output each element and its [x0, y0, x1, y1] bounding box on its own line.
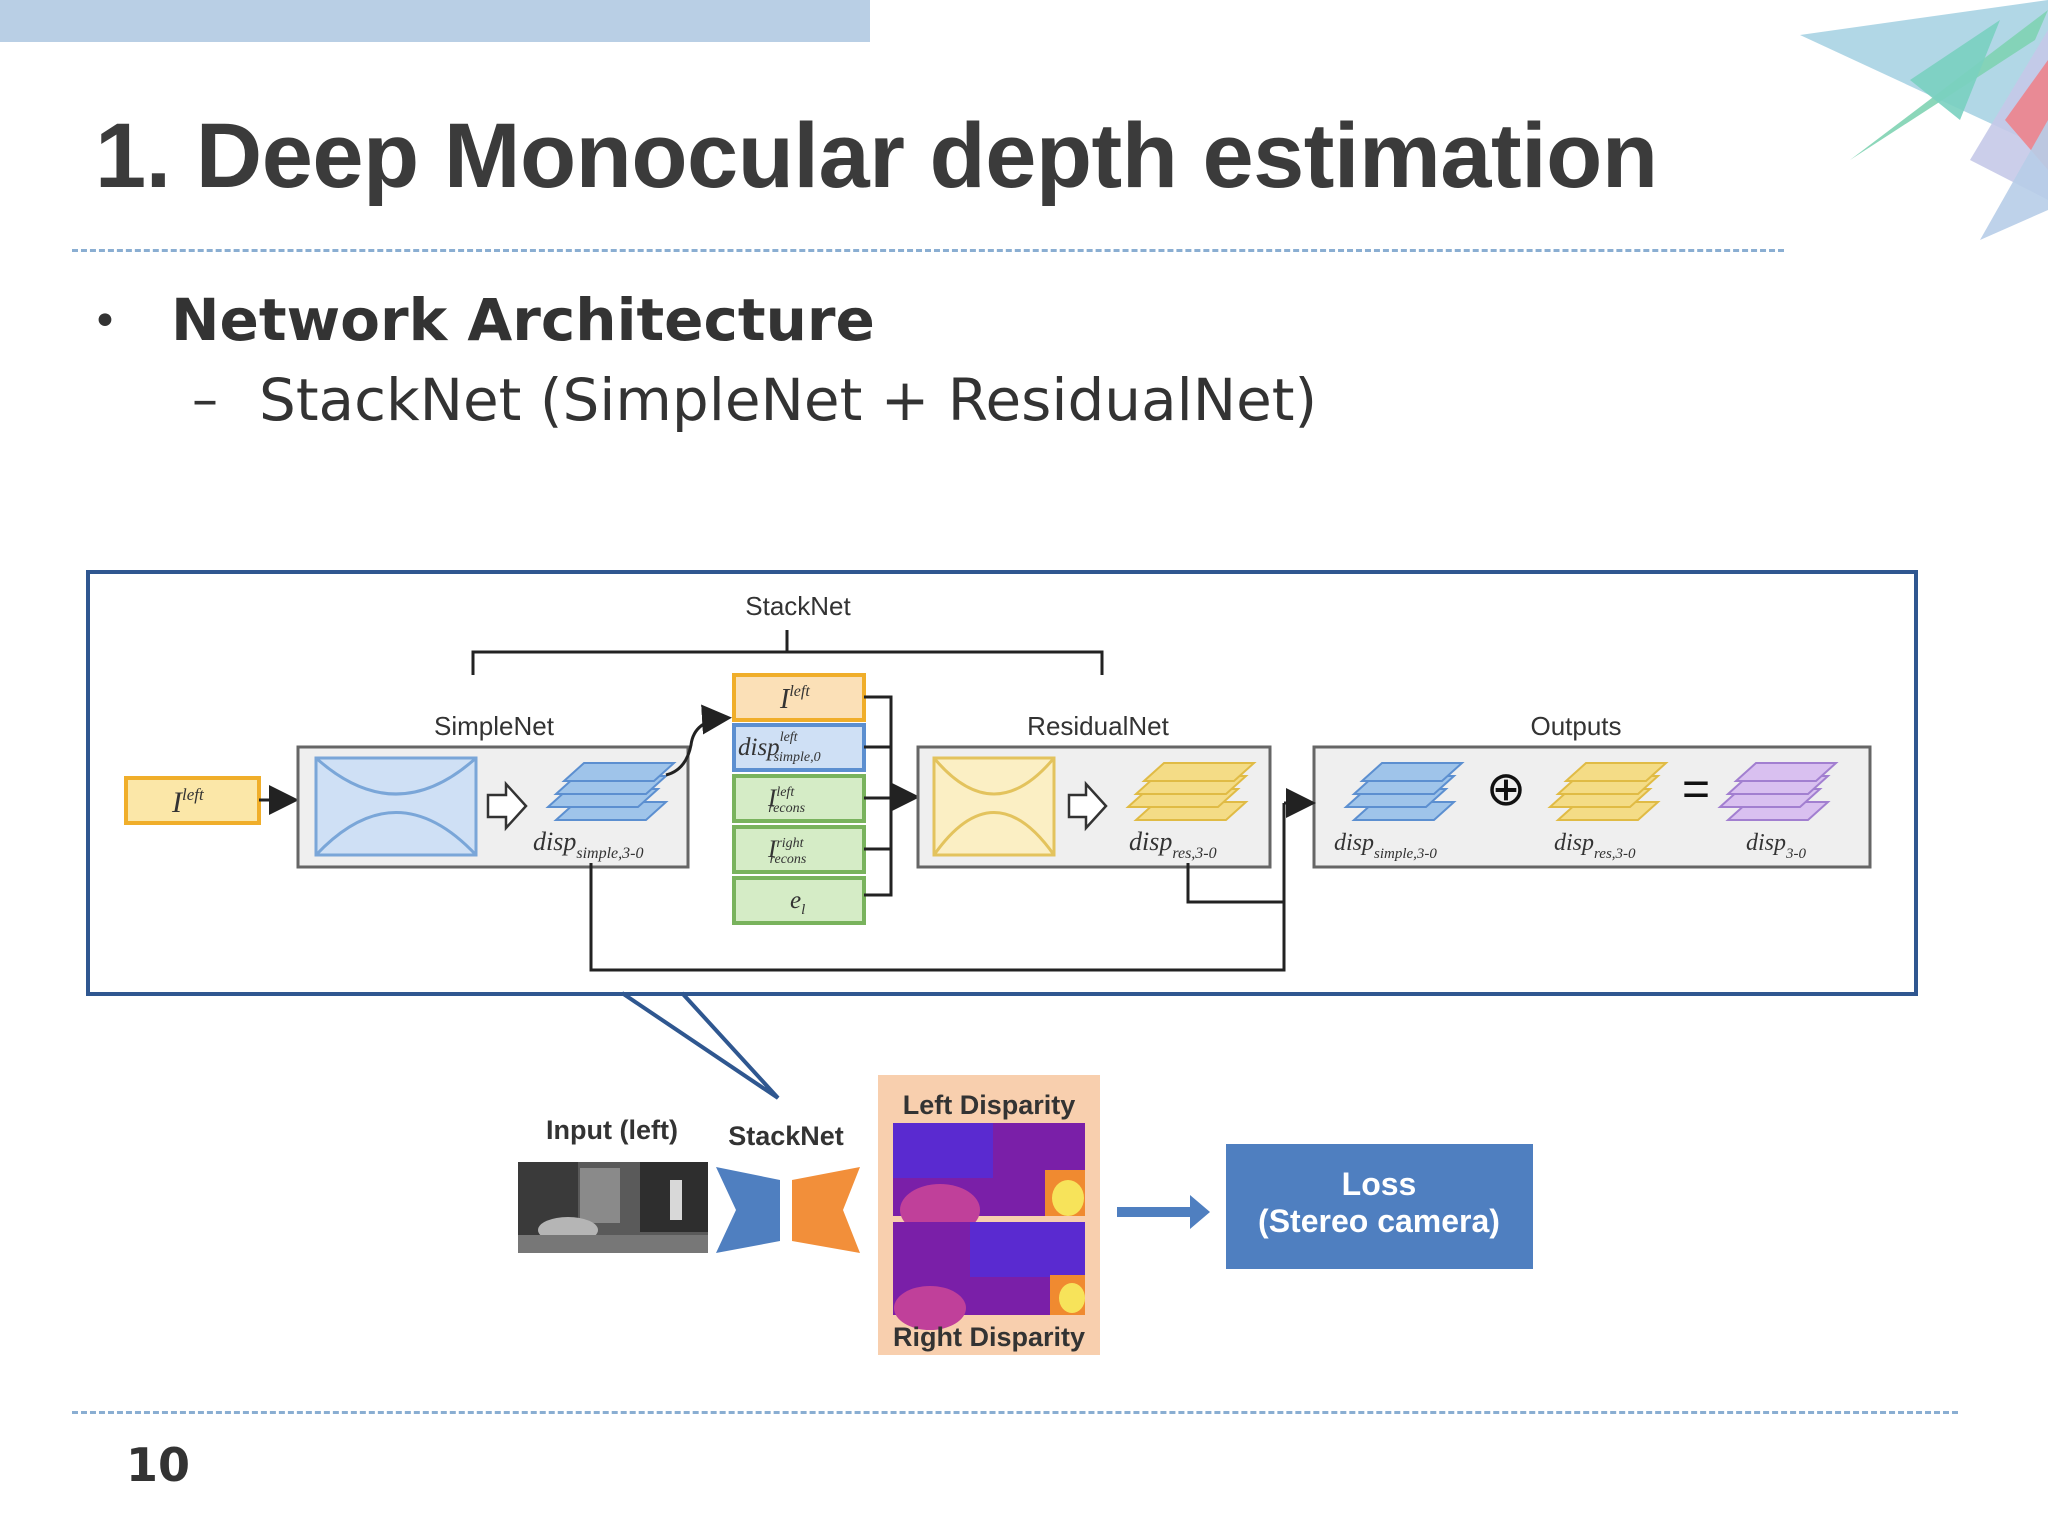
- stack-item-i-right-recons: [732, 825, 866, 874]
- simplenet-disp-text: dispsimple,3-0: [533, 827, 643, 862]
- right-disparity-label: Right Disparity: [893, 1322, 1085, 1352]
- input-left-sup: left: [182, 785, 205, 804]
- residualnet-label: ResidualNet: [1027, 711, 1169, 741]
- simplenet-disp-stack-icon: [545, 762, 677, 821]
- stacknet-orange-block-icon: [792, 1167, 860, 1253]
- bullet-network-architecture: Network Architecture: [171, 286, 875, 354]
- residualnet-arrow-icon: [1067, 780, 1108, 832]
- stack-item-i-left: [732, 673, 866, 722]
- loss-box: [1226, 1144, 1533, 1269]
- simplenet-label: SimpleNet: [434, 711, 555, 741]
- output-simple-text: dispsimple,3-0: [1334, 830, 1437, 862]
- stack-item-error: [732, 876, 866, 925]
- simplenet-disp-base: disp: [533, 827, 576, 856]
- stacknet-pipeline-label: StackNet: [728, 1121, 844, 1151]
- left-disparity-label: Left Disparity: [903, 1090, 1076, 1120]
- simplenet-encoder-decoder-icon: [314, 756, 478, 857]
- sub-bullet-dash: –: [192, 370, 218, 430]
- loss-line1: Loss: [1342, 1166, 1417, 1202]
- stacknet-bracket: [471, 630, 1104, 675]
- loss-line2: (Stereo camera): [1258, 1203, 1500, 1239]
- plus-operator: ⊕: [1486, 763, 1526, 816]
- stacknet-label: StackNet: [745, 591, 851, 621]
- sub-bullet-stacknet: StackNet (SimpleNet + ResidualNet): [259, 366, 1318, 434]
- footer-divider: [72, 1411, 1958, 1414]
- slide-title: 1. Deep Monocular depth estimation: [95, 105, 1658, 207]
- input-left-box: [124, 776, 261, 825]
- architecture-diagram: StackNet Ileft SimpleNet dispsimple,3-0 …: [86, 570, 1918, 996]
- svg-text:el: el: [790, 887, 805, 918]
- page-number: 10: [126, 1438, 191, 1492]
- equals-operator: =: [1682, 763, 1710, 816]
- input-left-symbol: I: [171, 786, 184, 819]
- callout-pointer: [620, 991, 780, 1100]
- title-divider: [72, 249, 1784, 252]
- svg-text:Ileft: Ileft: [779, 683, 810, 715]
- stack-item-disp-simple: [732, 723, 866, 772]
- outputs-label: Outputs: [1530, 711, 1621, 741]
- output-final-stack-icon: [1717, 762, 1839, 821]
- simplenet-arrow-icon: [486, 780, 528, 832]
- input-left-text: Ileft: [171, 785, 205, 819]
- corner-decoration: [1800, 0, 2048, 240]
- residualnet-disp-stack-icon: [1125, 762, 1257, 821]
- output-simple-stack-icon: [1343, 762, 1465, 821]
- pipeline-arrow-icon: [1117, 1195, 1210, 1229]
- right-disparity-map: [893, 1222, 1085, 1330]
- residualnet-disp-text: dispres,3-0: [1129, 827, 1217, 862]
- simplenet-disp-sub: simple,3-0: [576, 845, 643, 862]
- output-res-stack-icon: [1547, 762, 1669, 821]
- training-pipeline: Input (left) StackNet Left Disparity Rig…: [518, 1075, 1533, 1355]
- top-accent-bar: [0, 0, 870, 42]
- bullet-dot: •: [92, 296, 118, 347]
- output-final-text: disp3-0: [1746, 830, 1807, 862]
- stacknet-blue-block-icon: [716, 1167, 780, 1253]
- residualnet-encoder-decoder-icon: [932, 756, 1056, 857]
- output-res-text: dispres,3-0: [1554, 830, 1636, 862]
- input-left-label: Input (left): [546, 1115, 678, 1145]
- input-left-photo: [518, 1162, 708, 1253]
